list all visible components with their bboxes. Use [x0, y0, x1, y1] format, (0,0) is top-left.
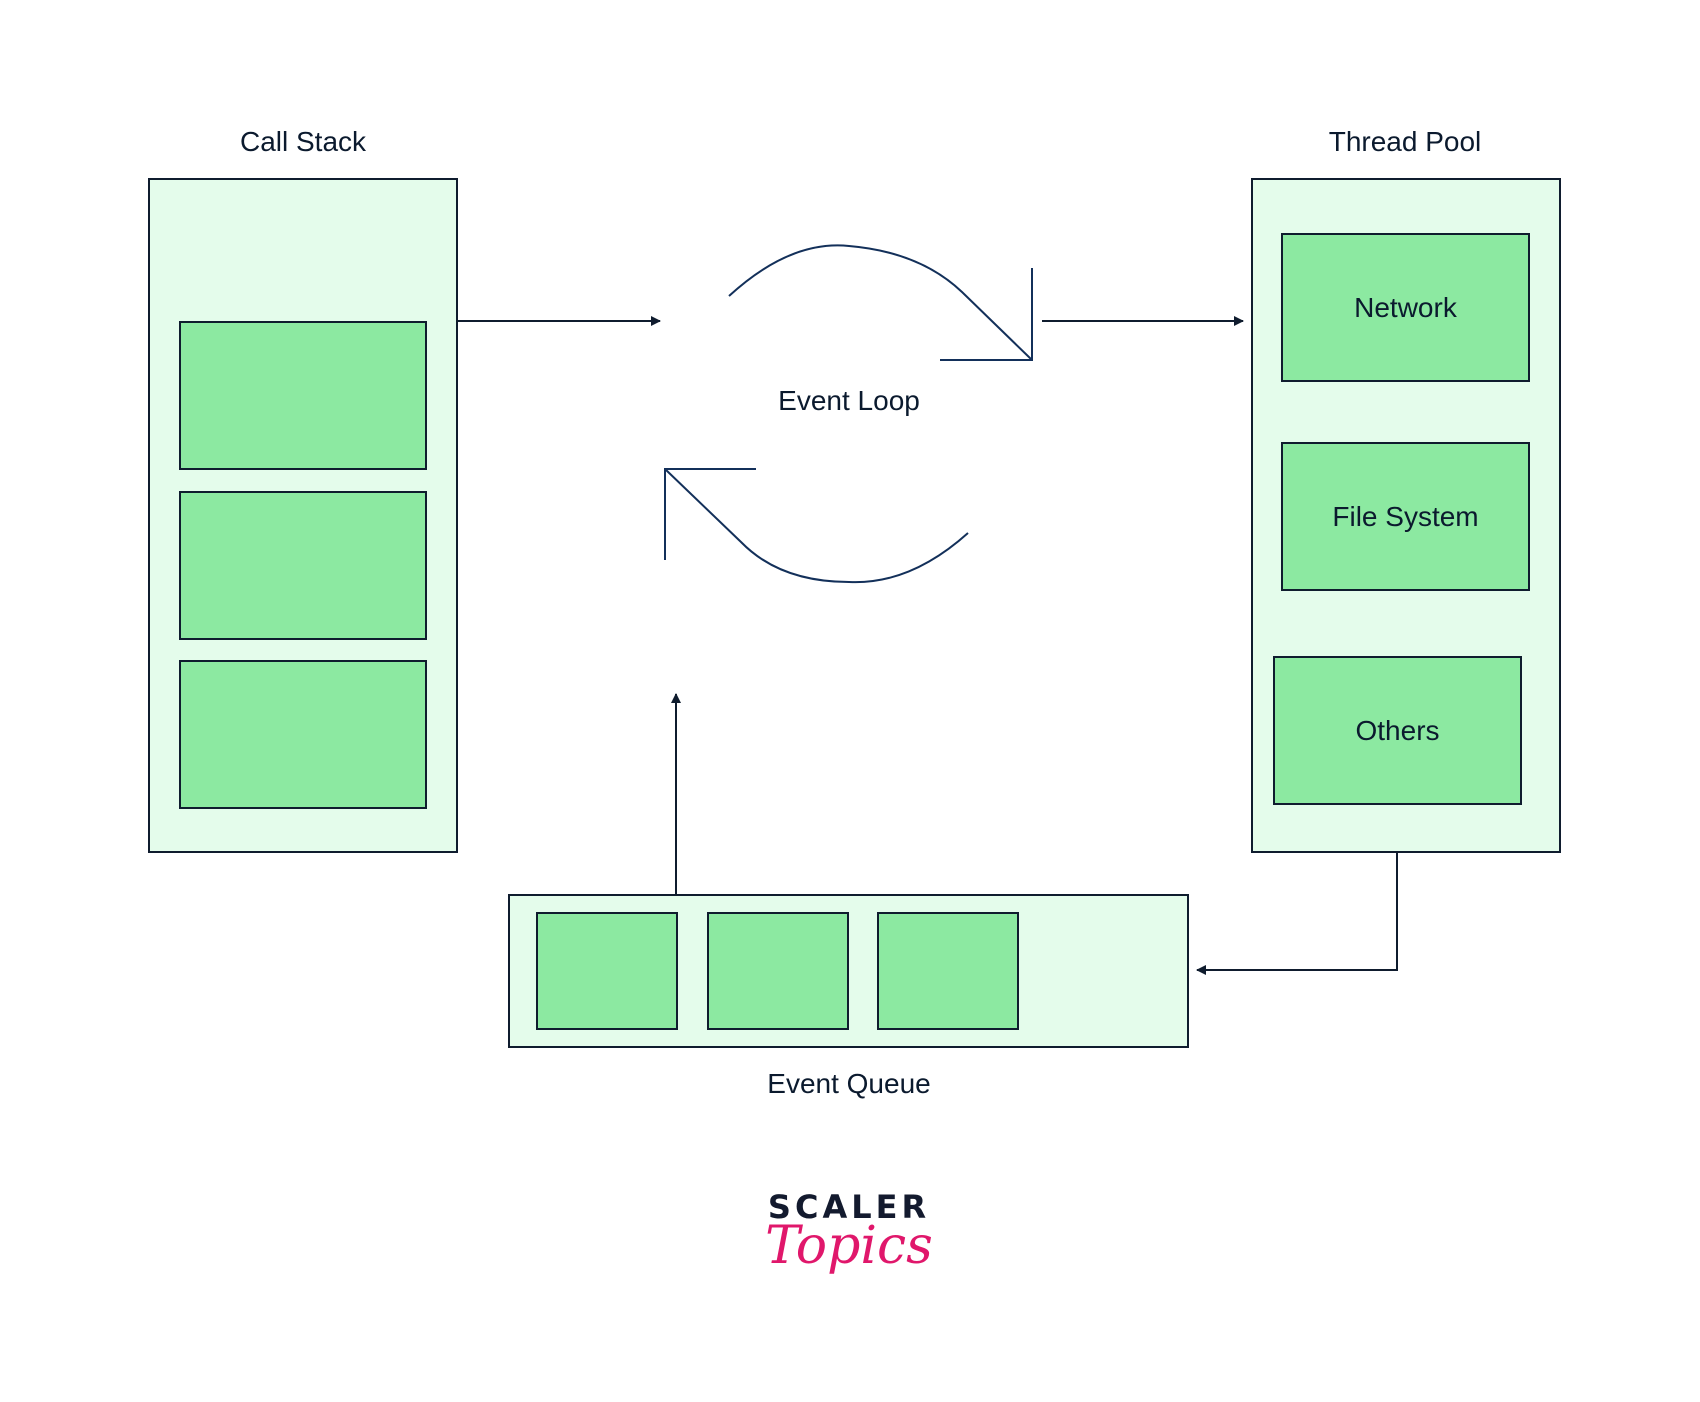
event-queue-item — [877, 912, 1019, 1030]
call-stack-frame — [179, 660, 427, 809]
worker-file-system: File System — [1281, 442, 1530, 591]
call-stack-frame — [179, 491, 427, 640]
event-queue-title: Event Queue — [767, 1068, 931, 1099]
call-stack-title: Call Stack — [239, 126, 367, 157]
logo-topics: Topics — [765, 1216, 933, 1276]
event-loop-icon — [664, 244, 1033, 584]
scaler-topics-logo: SCALER Topics — [765, 1188, 933, 1276]
logo-scaler: SCALER — [767, 1188, 931, 1226]
event-queue-item — [536, 912, 678, 1030]
call-stack-frame — [179, 321, 427, 470]
event-loop-title: Event Loop — [778, 385, 920, 416]
worker-network: Network — [1281, 233, 1530, 382]
event-queue-item — [707, 912, 849, 1030]
thread-pool-title: Thread Pool — [1328, 126, 1482, 157]
arrow-threadpool-to-queue — [1196, 853, 1398, 975]
worker-others: Others — [1273, 656, 1522, 805]
